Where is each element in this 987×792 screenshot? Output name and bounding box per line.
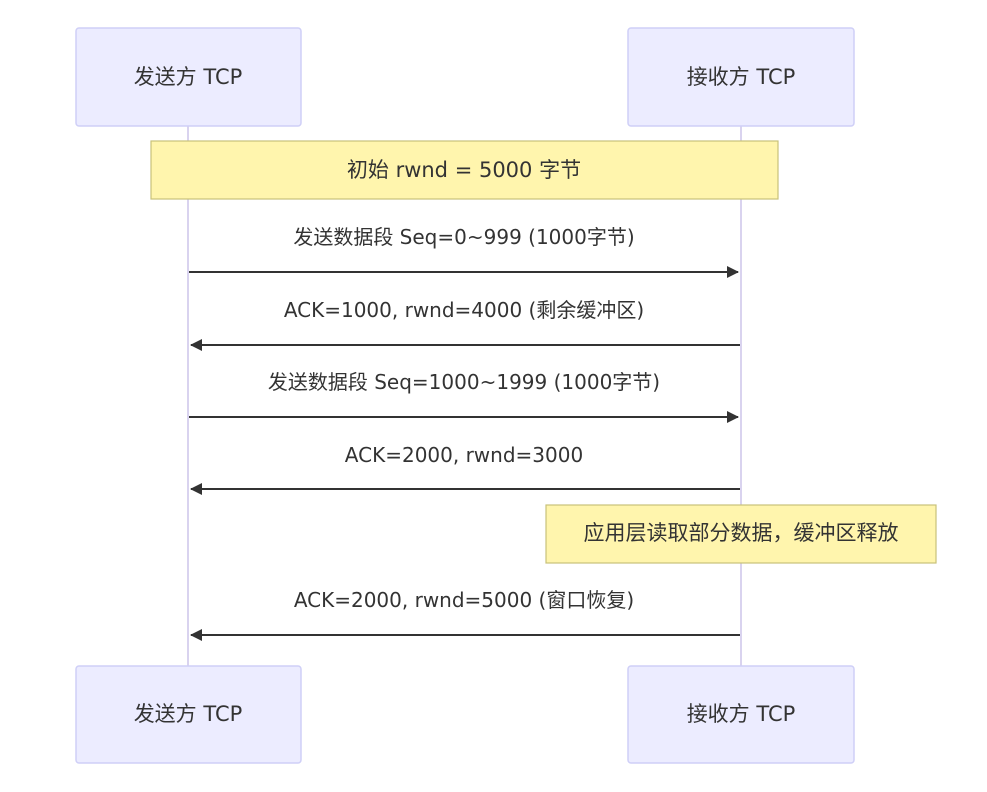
message-4-label: ACK=2000, rwnd=3000 bbox=[345, 443, 583, 467]
message-4: ACK=2000, rwnd=3000 bbox=[190, 443, 740, 495]
note-app-read: 应用层读取部分数据，缓冲区释放 bbox=[545, 504, 937, 564]
message-5-label: ACK=2000, rwnd=5000 (窗口恢复) bbox=[294, 588, 634, 612]
message-3: 发送数据段 Seq=1000~1999 (1000字节) bbox=[189, 370, 739, 423]
message-1: 发送数据段 Seq=0~999 (1000字节) bbox=[189, 225, 739, 278]
sender-actor-label: 发送方 TCP bbox=[134, 65, 243, 89]
message-2-label: ACK=1000, rwnd=4000 (剩余缓冲区) bbox=[284, 298, 644, 322]
message-5: ACK=2000, rwnd=5000 (窗口恢复) bbox=[190, 588, 740, 641]
receiver-actor-top: 接收方 TCP bbox=[627, 27, 855, 127]
message-2: ACK=1000, rwnd=4000 (剩余缓冲区) bbox=[190, 298, 740, 351]
message-1-label: 发送数据段 Seq=0~999 (1000字节) bbox=[293, 225, 634, 249]
note-initial-rwnd-label: 初始 rwnd = 5000 字节 bbox=[347, 158, 581, 182]
note-app-read-label: 应用层读取部分数据，缓冲区释放 bbox=[584, 521, 899, 545]
sender-actor-top: 发送方 TCP bbox=[75, 27, 302, 127]
sender-actor-bottom-label: 发送方 TCP bbox=[134, 702, 243, 726]
note-initial-rwnd: 初始 rwnd = 5000 字节 bbox=[150, 140, 779, 200]
receiver-actor-bottom: 接收方 TCP bbox=[627, 665, 855, 764]
message-3-label: 发送数据段 Seq=1000~1999 (1000字节) bbox=[268, 370, 660, 394]
sender-actor-bottom: 发送方 TCP bbox=[75, 665, 302, 764]
receiver-actor-label: 接收方 TCP bbox=[687, 65, 796, 89]
receiver-actor-bottom-label: 接收方 TCP bbox=[687, 702, 796, 726]
